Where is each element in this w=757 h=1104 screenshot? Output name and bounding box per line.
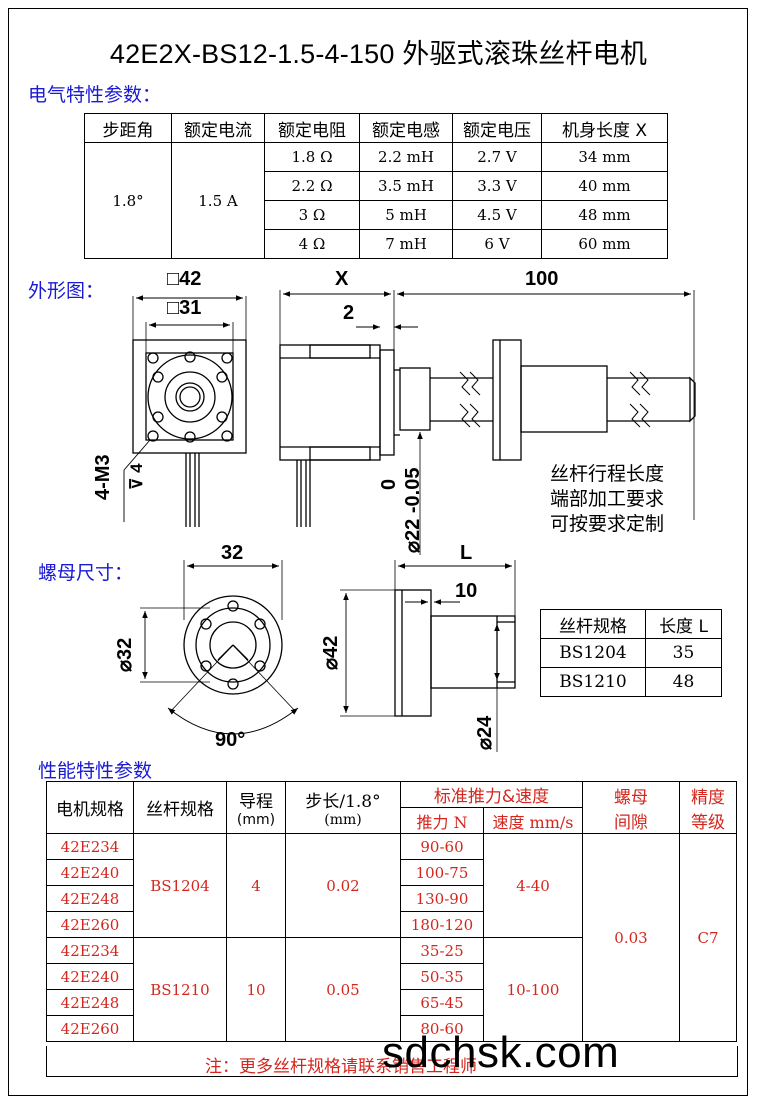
length-cell: 40 mm — [541, 171, 668, 201]
thrust-cell: 35-25 — [400, 937, 484, 964]
grade-cell: C7 — [679, 833, 737, 1042]
thrust-cell: 65-45 — [400, 989, 484, 1016]
thrust-cell: 90-60 — [400, 833, 484, 860]
section-nut: 螺母尺寸： — [38, 562, 134, 584]
section-outline: 外形图： — [28, 280, 105, 302]
dim-nut-32: 32 — [221, 542, 244, 564]
lead-cell: 4 — [226, 833, 286, 938]
motor-cell: 42E260 — [46, 911, 134, 938]
header-resistance: 额定电阻 — [264, 113, 360, 143]
inductance-cell: 2.2 mH — [359, 142, 453, 172]
header-grade: 精度等级 — [679, 781, 737, 834]
screw-cell: BS1210 — [133, 937, 227, 1042]
step-cell: 0.05 — [285, 937, 401, 1042]
dim-nut-dia-24: ⌀24 — [474, 715, 496, 750]
header-thrust: 推力 N — [400, 807, 484, 834]
note-box — [46, 1046, 738, 1077]
backlash-cell: 0.03 — [582, 833, 680, 1042]
dim-nut-dia-42: ⌀42 — [320, 635, 342, 670]
performance-table: 电机规格 丝杆规格 导程(mm) 步长/1.8°(mm) 标准推力&速度 螺母间… — [46, 781, 737, 1042]
resistance-cell: 4 Ω — [264, 229, 360, 259]
dim-nut-dia-32: ⌀32 — [114, 637, 136, 672]
lead-cell: 10 — [226, 937, 286, 1042]
motor-cell: 42E234 — [46, 937, 134, 964]
page-title: 42E2X-BS12-1.5-4-150 外驱式滚珠丝杆电机 — [109, 39, 648, 69]
dim-2: 2 — [343, 302, 355, 324]
dim-shaft-upper: 0 — [378, 478, 400, 490]
step-cell: 0.02 — [285, 833, 401, 938]
motor-cell: 42E234 — [46, 833, 134, 860]
dim-nut-l: L — [460, 542, 473, 564]
page-frame — [8, 8, 748, 1096]
header-thrust-speed: 标准推力&速度 — [400, 781, 583, 808]
length-cell: 34 mm — [541, 142, 668, 172]
screw-note: 丝杆行程长度 端部加工要求 可按要求定制 — [550, 463, 665, 535]
dim-x: X — [335, 268, 349, 290]
dim-100: 100 — [525, 268, 559, 290]
voltage-cell: 2.7 V — [452, 142, 542, 172]
thrust-cell: 50-35 — [400, 963, 484, 990]
electrical-table: 步距角 额定电流 额定电阻 额定电感 额定电压 机身长度 X 1.8° 1.5 … — [84, 113, 668, 259]
section-electrical: 电气特性参数： — [28, 84, 162, 106]
header-screw: 丝杆规格 — [133, 781, 227, 834]
screw-spec-cell: BS1204 — [540, 638, 646, 668]
screw-cell: BS1204 — [133, 833, 227, 938]
speed-cell: 4-40 — [483, 833, 583, 938]
dim-m3-depth: ⊽ 4 — [127, 463, 146, 490]
dim-4-m3: 4-M3 — [92, 454, 114, 500]
dim-nut-angle: 90° — [215, 729, 246, 751]
header-step-angle: 步距角 — [84, 113, 172, 143]
header-screw-spec: 丝杆规格 — [540, 609, 646, 639]
header-speed: 速度 mm/s — [483, 807, 583, 834]
length-cell: 60 mm — [541, 229, 668, 259]
step-angle-value: 1.8° — [84, 142, 172, 259]
dim-shaft-dia: ⌀22 -0.05 — [402, 467, 424, 553]
nut-length-table: 丝杆规格 长度 L BS1204 35 BS1210 48 — [540, 609, 722, 697]
motor-cell: 42E248 — [46, 989, 134, 1016]
motor-cell: 42E240 — [46, 859, 134, 886]
note-text: 注：更多丝杆规格请联系销售工程师 — [205, 1057, 477, 1077]
header-lead: 导程(mm) — [226, 781, 286, 834]
watermark-text: sdchsk.com — [382, 1028, 620, 1077]
dim-nut-10: 10 — [455, 580, 478, 602]
thrust-cell: 80-60 — [400, 1015, 484, 1042]
speed-cell: 10-100 — [483, 937, 583, 1042]
header-length-l: 长度 L — [645, 609, 722, 639]
header-length: 机身长度 X — [541, 113, 668, 143]
header-step: 步长/1.8°(mm) — [285, 781, 401, 834]
resistance-cell: 2.2 Ω — [264, 171, 360, 201]
motor-cell: 42E248 — [46, 885, 134, 912]
section-performance: 性能特性参数 — [38, 760, 153, 782]
motor-cell: 42E260 — [46, 1015, 134, 1042]
thrust-cell: 180-120 — [400, 911, 484, 938]
length-l-cell: 48 — [645, 667, 722, 697]
motor-cell: 42E240 — [46, 963, 134, 990]
length-cell: 48 mm — [541, 200, 668, 230]
header-motor: 电机规格 — [46, 781, 134, 834]
resistance-cell: 1.8 Ω — [264, 142, 360, 172]
thrust-cell: 130-90 — [400, 885, 484, 912]
thrust-cell: 100-75 — [400, 859, 484, 886]
length-l-cell: 35 — [645, 638, 722, 668]
current-value: 1.5 A — [171, 142, 265, 259]
screw-spec-cell: BS1210 — [540, 667, 646, 697]
motor-flange-square — [132, 339, 247, 454]
inductance-cell: 3.5 mH — [359, 171, 453, 201]
dim-31-square: □31 — [167, 297, 202, 319]
voltage-cell: 3.3 V — [452, 171, 542, 201]
header-backlash: 螺母间隙 — [582, 781, 680, 834]
voltage-cell: 4.5 V — [452, 200, 542, 230]
dim-42-square: □42 — [167, 268, 202, 290]
